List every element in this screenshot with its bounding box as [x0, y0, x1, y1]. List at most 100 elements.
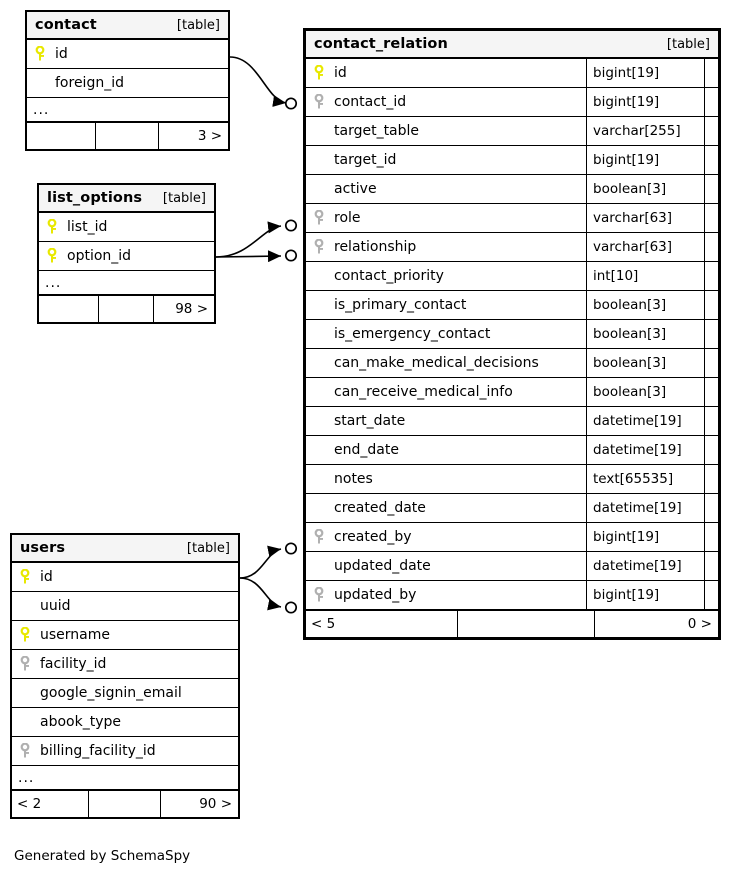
table-row[interactable]: id [12, 563, 238, 592]
column-name: can_make_medical_decisions [334, 355, 539, 371]
table-list-options-title: list_options [47, 190, 143, 206]
table-users[interactable]: users [table] id uuid [10, 533, 240, 819]
table-row[interactable]: option_id [39, 242, 214, 271]
column-name: facility_id [40, 656, 107, 672]
table-list-options-rows: list_id option_id ... 98 > [39, 213, 214, 322]
column-type: int[10] [586, 262, 704, 290]
table-row[interactable]: target_id bigint[19] [306, 146, 718, 175]
column-spacer [704, 117, 718, 145]
column-spacer [704, 581, 718, 609]
column-spacer [704, 436, 718, 464]
table-row[interactable]: abook_type [12, 708, 238, 737]
column-type: varchar[63] [586, 204, 704, 232]
table-contact-rows: id foreign_id ... 3 > [27, 40, 228, 149]
table-row[interactable]: list_id [39, 213, 214, 242]
column-name: id [40, 569, 53, 585]
table-row[interactable]: created_date datetime[19] [306, 494, 718, 523]
table-list-options-header: list_options [table] [39, 185, 214, 213]
table-row[interactable]: uuid [12, 592, 238, 621]
table-row[interactable]: id [27, 40, 228, 69]
column-cell: facility_id [12, 650, 238, 678]
table-row[interactable]: is_primary_contact boolean[3] [306, 291, 718, 320]
column-cell: list_id [39, 213, 214, 241]
column-name: uuid [40, 598, 71, 614]
column-type: bigint[19] [586, 146, 704, 174]
footer-left[interactable]: < 5 [311, 616, 336, 632]
footer-right[interactable]: 98 > [153, 296, 214, 322]
column-name: is_primary_contact [334, 297, 467, 313]
edge-contact-to-contact-relation [229, 56, 298, 110]
column-cell: is_emergency_contact [306, 320, 586, 348]
column-cell: id [27, 40, 228, 68]
column-name: list_id [67, 219, 108, 235]
column-cell: contact_priority [306, 262, 586, 290]
column-name: active [334, 181, 377, 197]
table-contact[interactable]: contact [table] id foreign_id ... [25, 10, 230, 151]
table-users-tag: [table] [186, 540, 230, 556]
table-row[interactable]: google_signin_email [12, 679, 238, 708]
table-contact-relation[interactable]: contact_relation [table] id bigint[19] [303, 28, 721, 640]
column-cell: target_id [306, 146, 586, 174]
footer-right[interactable]: 3 > [158, 123, 228, 149]
footer-right[interactable]: 90 > [160, 791, 238, 817]
column-cell: relationship [306, 233, 586, 261]
table-row[interactable]: created_by bigint[19] [306, 523, 718, 552]
table-list-options[interactable]: list_options [table] list_id option_id [37, 183, 216, 324]
column-spacer [704, 465, 718, 493]
table-row[interactable]: can_receive_medical_info boolean[3] [306, 378, 718, 407]
column-cell: id [12, 563, 238, 591]
table-row[interactable]: relationship varchar[63] [306, 233, 718, 262]
column-cell: created_date [306, 494, 586, 522]
footer-middle [88, 791, 160, 817]
column-spacer [704, 291, 718, 319]
table-row[interactable]: notes text[65535] [306, 465, 718, 494]
table-row[interactable]: billing_facility_id [12, 737, 238, 766]
footer-right[interactable]: 0 > [594, 611, 718, 637]
column-spacer [704, 407, 718, 435]
column-cell: active [306, 175, 586, 203]
primary-key-icon [47, 248, 61, 264]
column-name: id [55, 46, 68, 62]
edge-users-to-created-by [239, 542, 298, 579]
table-row[interactable]: target_table varchar[255] [306, 117, 718, 146]
column-spacer [704, 552, 718, 580]
primary-key-icon [314, 65, 328, 81]
table-list-options-footer: 98 > [39, 295, 214, 322]
table-row[interactable]: id bigint[19] [306, 59, 718, 88]
table-row[interactable]: username [12, 621, 238, 650]
footer-left[interactable]: < 2 [17, 796, 42, 812]
table-users-rows: id uuid username [12, 563, 238, 817]
table-row[interactable]: updated_date datetime[19] [306, 552, 718, 581]
table-row[interactable]: start_date datetime[19] [306, 407, 718, 436]
table-row[interactable]: contact_priority int[10] [306, 262, 718, 291]
footer-left[interactable] [27, 123, 95, 149]
column-name: abook_type [40, 714, 121, 730]
table-row[interactable]: active boolean[3] [306, 175, 718, 204]
primary-key-icon [20, 627, 34, 643]
table-row[interactable]: updated_by bigint[19] [306, 581, 718, 610]
edge-list-options-to-relationship [215, 249, 298, 263]
column-type: boolean[3] [586, 349, 704, 377]
footer-middle [94, 123, 159, 149]
table-row[interactable]: end_date datetime[19] [306, 436, 718, 465]
column-spacer [704, 523, 718, 551]
column-name: created_by [334, 529, 412, 545]
table-row[interactable]: facility_id [12, 650, 238, 679]
table-contact-relation-footer: < 5 0 > [306, 610, 718, 637]
more-columns-indicator: ... [12, 766, 238, 790]
table-row[interactable]: is_emergency_contact boolean[3] [306, 320, 718, 349]
column-cell: target_table [306, 117, 586, 145]
table-row[interactable]: foreign_id [27, 69, 228, 98]
foreign-key-icon [314, 587, 328, 603]
more-columns-indicator: ... [39, 271, 214, 295]
column-cell: foreign_id [27, 69, 228, 97]
footer-left[interactable] [39, 296, 98, 322]
column-cell: updated_date [306, 552, 586, 580]
table-row[interactable]: role varchar[63] [306, 204, 718, 233]
table-row[interactable]: contact_id bigint[19] [306, 88, 718, 117]
column-name: target_id [334, 152, 397, 168]
table-row[interactable]: can_make_medical_decisions boolean[3] [306, 349, 718, 378]
table-contact-title: contact [35, 17, 97, 33]
column-cell: google_signin_email [12, 679, 238, 707]
